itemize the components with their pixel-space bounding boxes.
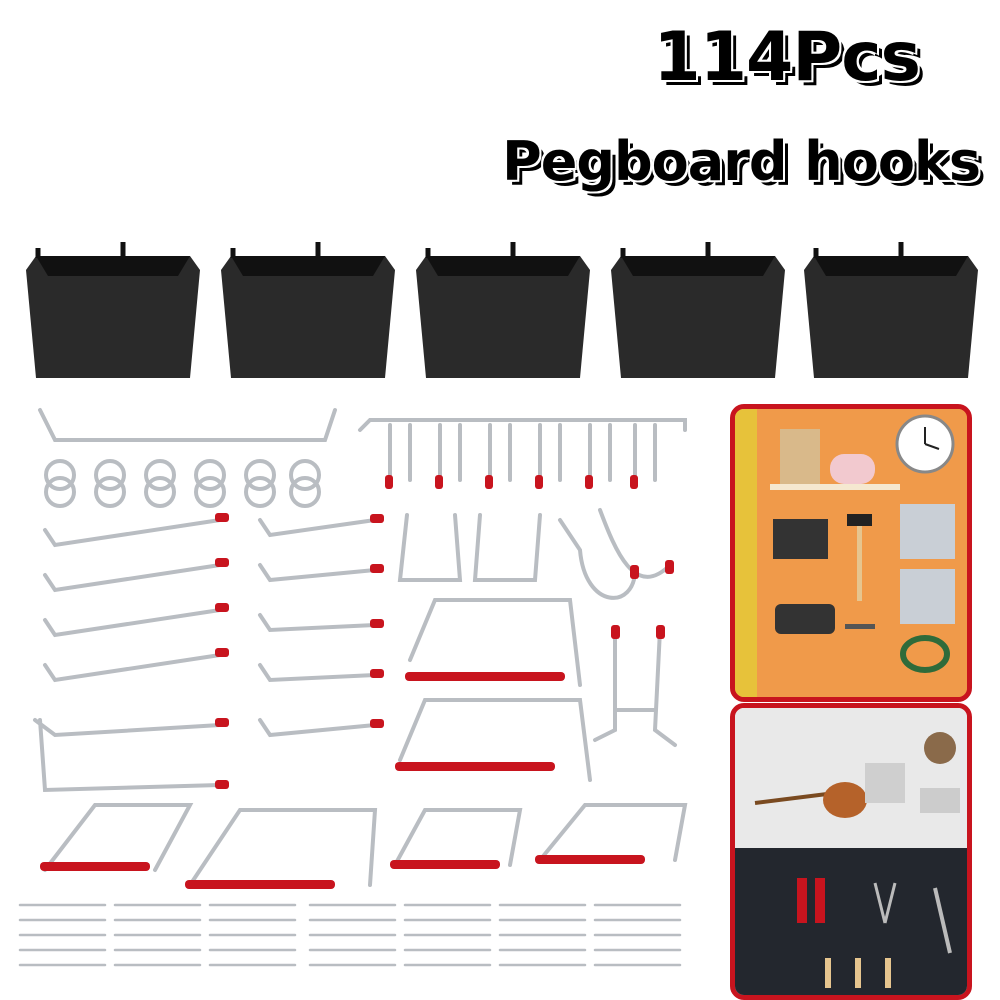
ring-hook-bar — [38, 408, 337, 508]
storage-bin — [611, 242, 785, 378]
product-title: Pegboard hooks — [502, 130, 981, 193]
count-title: 114Pcs — [653, 18, 921, 97]
white-pegboard-photo — [730, 703, 972, 1000]
white-pegboard-scene — [735, 708, 967, 995]
storage-bins-row — [18, 228, 988, 388]
storage-bin — [221, 242, 395, 378]
orange-pegboard-photo — [730, 404, 972, 702]
storage-bin — [26, 242, 200, 378]
orange-pegboard-scene — [735, 409, 967, 697]
storage-bin — [804, 242, 978, 378]
j-hook-bar — [358, 418, 687, 482]
hooks-assortment — [18, 408, 688, 967]
storage-bin — [416, 242, 590, 378]
